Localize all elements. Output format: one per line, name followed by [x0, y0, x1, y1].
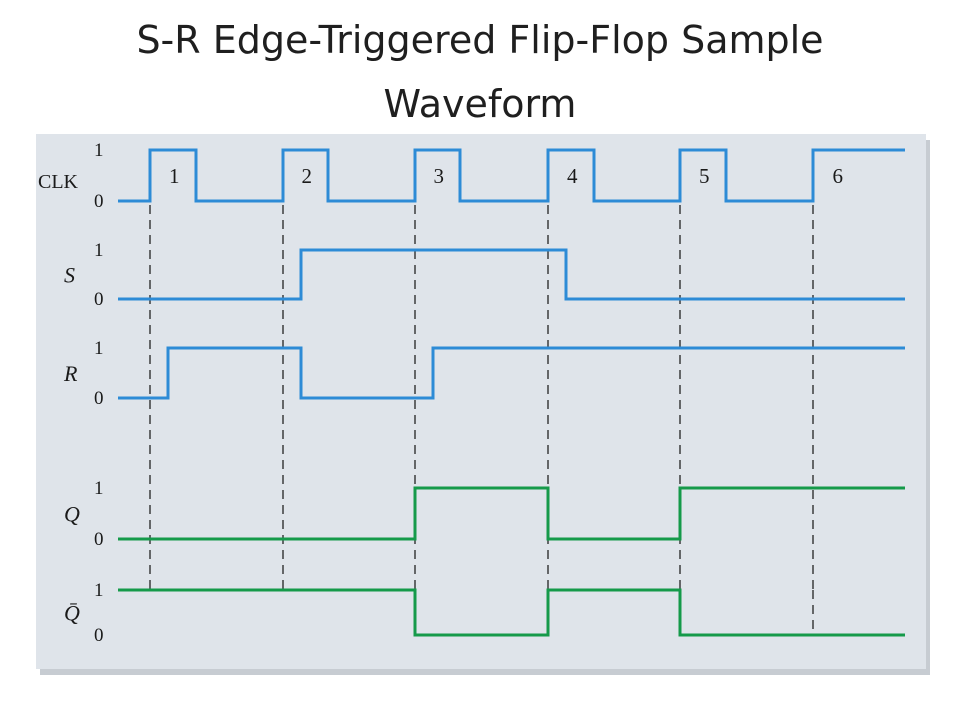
waveform-q-bar — [118, 588, 905, 637]
level-low-label: 0 — [94, 529, 104, 550]
signal-label-q: Q — [64, 502, 80, 527]
slide-title: S-R Edge-Triggered Flip-Flop Sample Wave… — [40, 8, 920, 136]
waveform-s — [118, 248, 905, 301]
level-low-label: 0 — [94, 625, 104, 646]
level-high-label: 1 — [94, 140, 104, 161]
signal-label-q-bar: Q̄ — [64, 601, 80, 626]
level-high-label: 1 — [94, 240, 104, 261]
level-low-label: 0 — [94, 289, 104, 310]
clock-pulse-number: 4 — [567, 164, 578, 188]
clock-pulse-number: 5 — [699, 164, 710, 188]
level-high-label: 1 — [94, 478, 104, 499]
level-low-label: 0 — [94, 388, 104, 409]
waveforms — [118, 148, 905, 637]
level-low-label: 0 — [94, 191, 104, 212]
level-high-label: 1 — [94, 580, 104, 601]
waveform-q — [118, 486, 905, 541]
diagram-panel — [36, 134, 926, 669]
level-high-label: 1 — [94, 338, 104, 359]
waveform-clk — [118, 148, 905, 203]
slide-title-line-1: S-R Edge-Triggered Flip-Flop Sample — [136, 18, 824, 62]
slide-title-line-2: Waveform — [383, 82, 577, 126]
signal-label-r: R — [63, 361, 78, 386]
waveform-r — [118, 346, 905, 400]
clock-pulse-number: 2 — [302, 164, 313, 188]
clock-pulse-number: 6 — [833, 164, 844, 188]
signal-label-clk: CLK — [38, 171, 79, 193]
signal-label-s: S — [64, 263, 75, 288]
clock-pulse-number: 1 — [169, 164, 180, 188]
clock-pulse-number: 3 — [434, 164, 445, 188]
